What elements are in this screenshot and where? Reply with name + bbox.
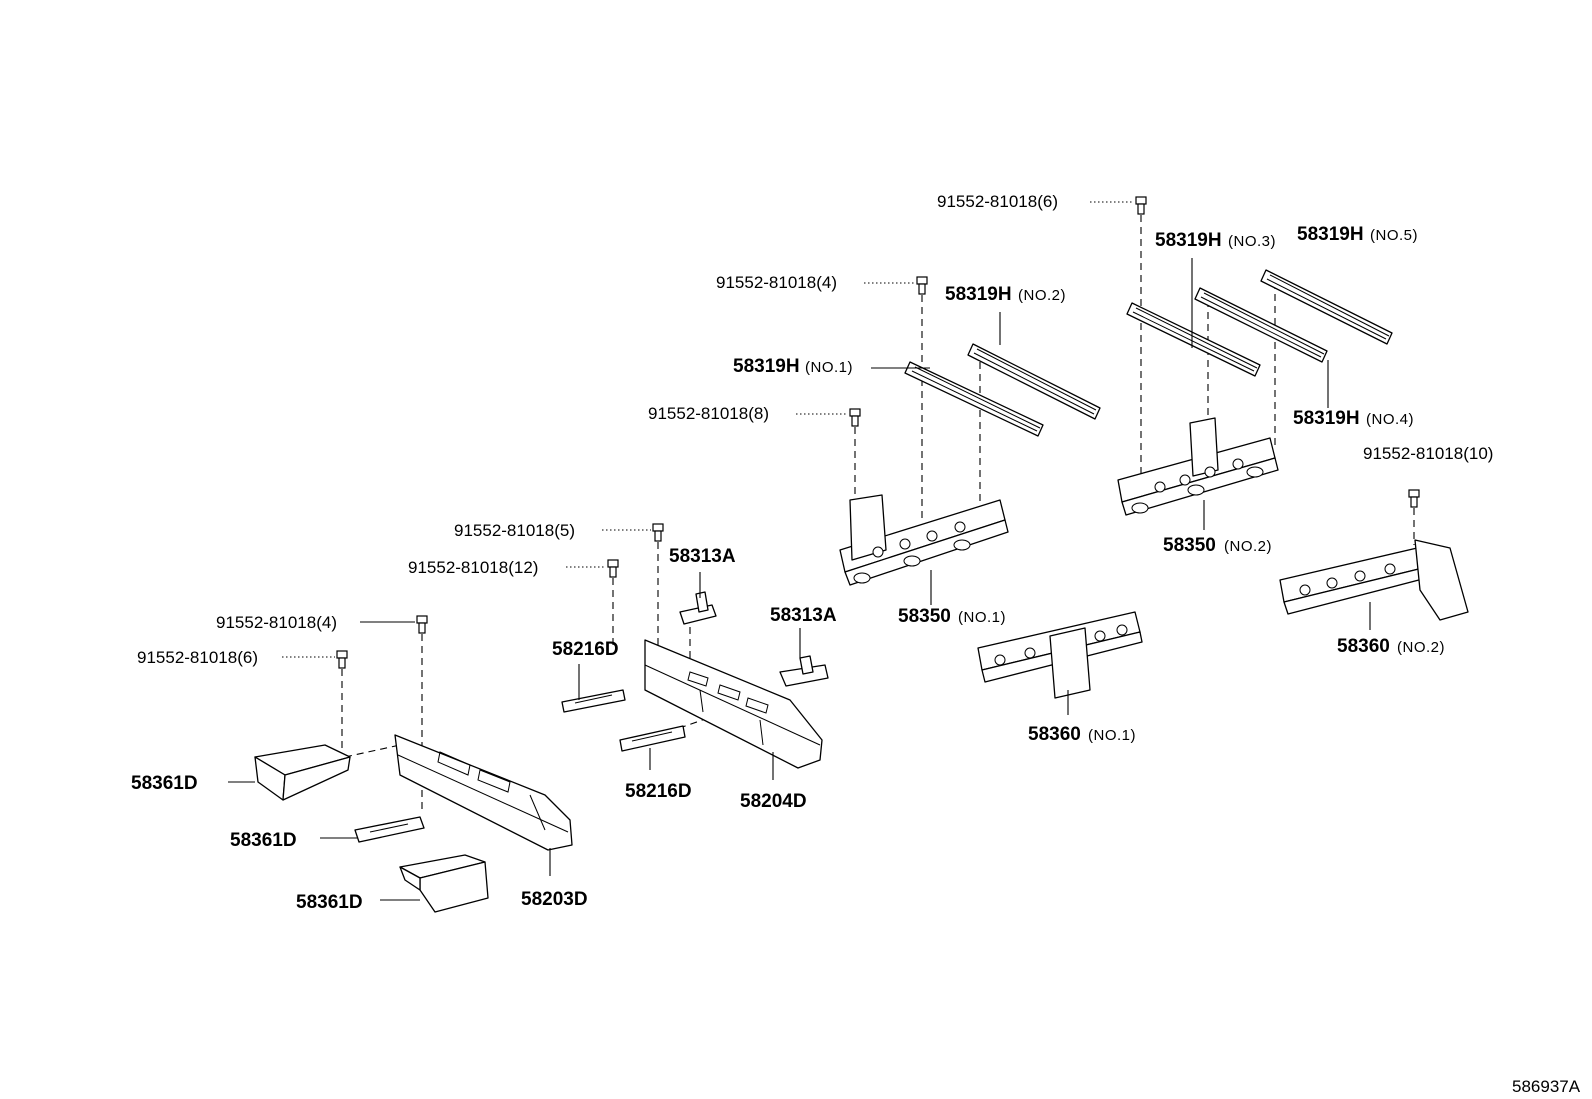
member-58203d <box>394 734 573 851</box>
note-58319h-no4: (NO.4) <box>1366 411 1414 428</box>
note-58319h-no2: (NO.2) <box>1018 287 1066 304</box>
label-58216d-lower: 58216D <box>625 781 692 802</box>
bolt-icon <box>1408 489 1420 508</box>
rail-no2 <box>967 343 1101 420</box>
note-58319h-no1: (NO.1) <box>805 359 853 376</box>
member-58350-no2 <box>1117 417 1279 516</box>
diagram-code: 586937A <box>1512 1077 1581 1096</box>
label-58350-no1: 58350 <box>898 606 951 627</box>
label-leaders <box>228 258 1371 901</box>
note-58319h-no3: (NO.3) <box>1228 233 1276 250</box>
bolt-icon <box>916 276 928 295</box>
bolt-label-12: 91552-81018(12) <box>408 558 538 577</box>
label-58361d-2: 58361D <box>230 830 297 851</box>
member-58350-no1 <box>839 494 1009 586</box>
bracket-58313a-left <box>679 591 717 625</box>
bolt-label-5: 91552-81018(5) <box>454 521 575 540</box>
label-58319h-no1: 58319H <box>733 356 800 377</box>
note-58350-no1: (NO.1) <box>958 609 1006 626</box>
plate-58216d-upper <box>561 689 626 713</box>
label-58204d: 58204D <box>740 791 807 812</box>
label-58360-no2: 58360 <box>1337 636 1390 657</box>
bolt-icon <box>416 615 428 634</box>
bolt-label-8: 91552-81018(8) <box>648 404 769 423</box>
label-58319h-no3: 58319H <box>1155 230 1222 251</box>
bolt-label-6-top: 91552-81018(6) <box>937 192 1058 211</box>
label-58313a-right: 58313A <box>770 605 837 626</box>
rail-no4 <box>1194 287 1328 363</box>
label-58360-no1: 58360 <box>1028 724 1081 745</box>
label-58350-no2: 58350 <box>1163 535 1216 556</box>
bolt-leaders <box>282 201 1134 658</box>
note-58360-no1: (NO.1) <box>1088 727 1136 744</box>
member-58360-no2 <box>1279 539 1469 621</box>
bolt-icon <box>849 408 861 427</box>
cover-58361d-3 <box>399 854 489 913</box>
label-58319h-no5: 58319H <box>1297 224 1364 245</box>
note-58319h-no5: (NO.5) <box>1370 227 1418 244</box>
bolt-label-4-upper: 91552-81018(4) <box>716 273 837 292</box>
plate-58216d-lower <box>619 725 686 752</box>
rail-no5 <box>1260 269 1393 345</box>
label-58203d: 58203D <box>521 889 588 910</box>
label-58319h-no4: 58319H <box>1293 408 1360 429</box>
cover-58361d-1 <box>254 744 351 801</box>
bolt-icon <box>1135 196 1147 215</box>
bolt-icon <box>607 559 619 578</box>
bolt-label-10: 91552-81018(10) <box>1363 444 1493 463</box>
member-58360-no1 <box>977 611 1143 699</box>
member-58204d <box>644 639 823 769</box>
note-58350-no2: (NO.2) <box>1224 538 1272 555</box>
label-58361d-1: 58361D <box>131 773 198 794</box>
rail-no3 <box>1126 302 1261 377</box>
labels: 91552-81018(6) 91552-81018(4) 91552-8101… <box>131 192 1581 1096</box>
label-58319h-no2: 58319H <box>945 284 1012 305</box>
bolt-label-6-lower: 91552-81018(6) <box>137 648 258 667</box>
bolt-icon <box>652 523 664 542</box>
cover-58361d-2 <box>354 816 425 843</box>
note-58360-no2: (NO.2) <box>1397 639 1445 656</box>
label-58216d-upper: 58216D <box>552 639 619 660</box>
rail-no1 <box>904 361 1044 437</box>
label-58313a-left: 58313A <box>669 546 736 567</box>
label-58361d-3: 58361D <box>296 892 363 913</box>
bolt-icon <box>336 650 348 669</box>
bolt-label-4-lower: 91552-81018(4) <box>216 613 337 632</box>
bracket-58313a-right <box>779 655 829 687</box>
